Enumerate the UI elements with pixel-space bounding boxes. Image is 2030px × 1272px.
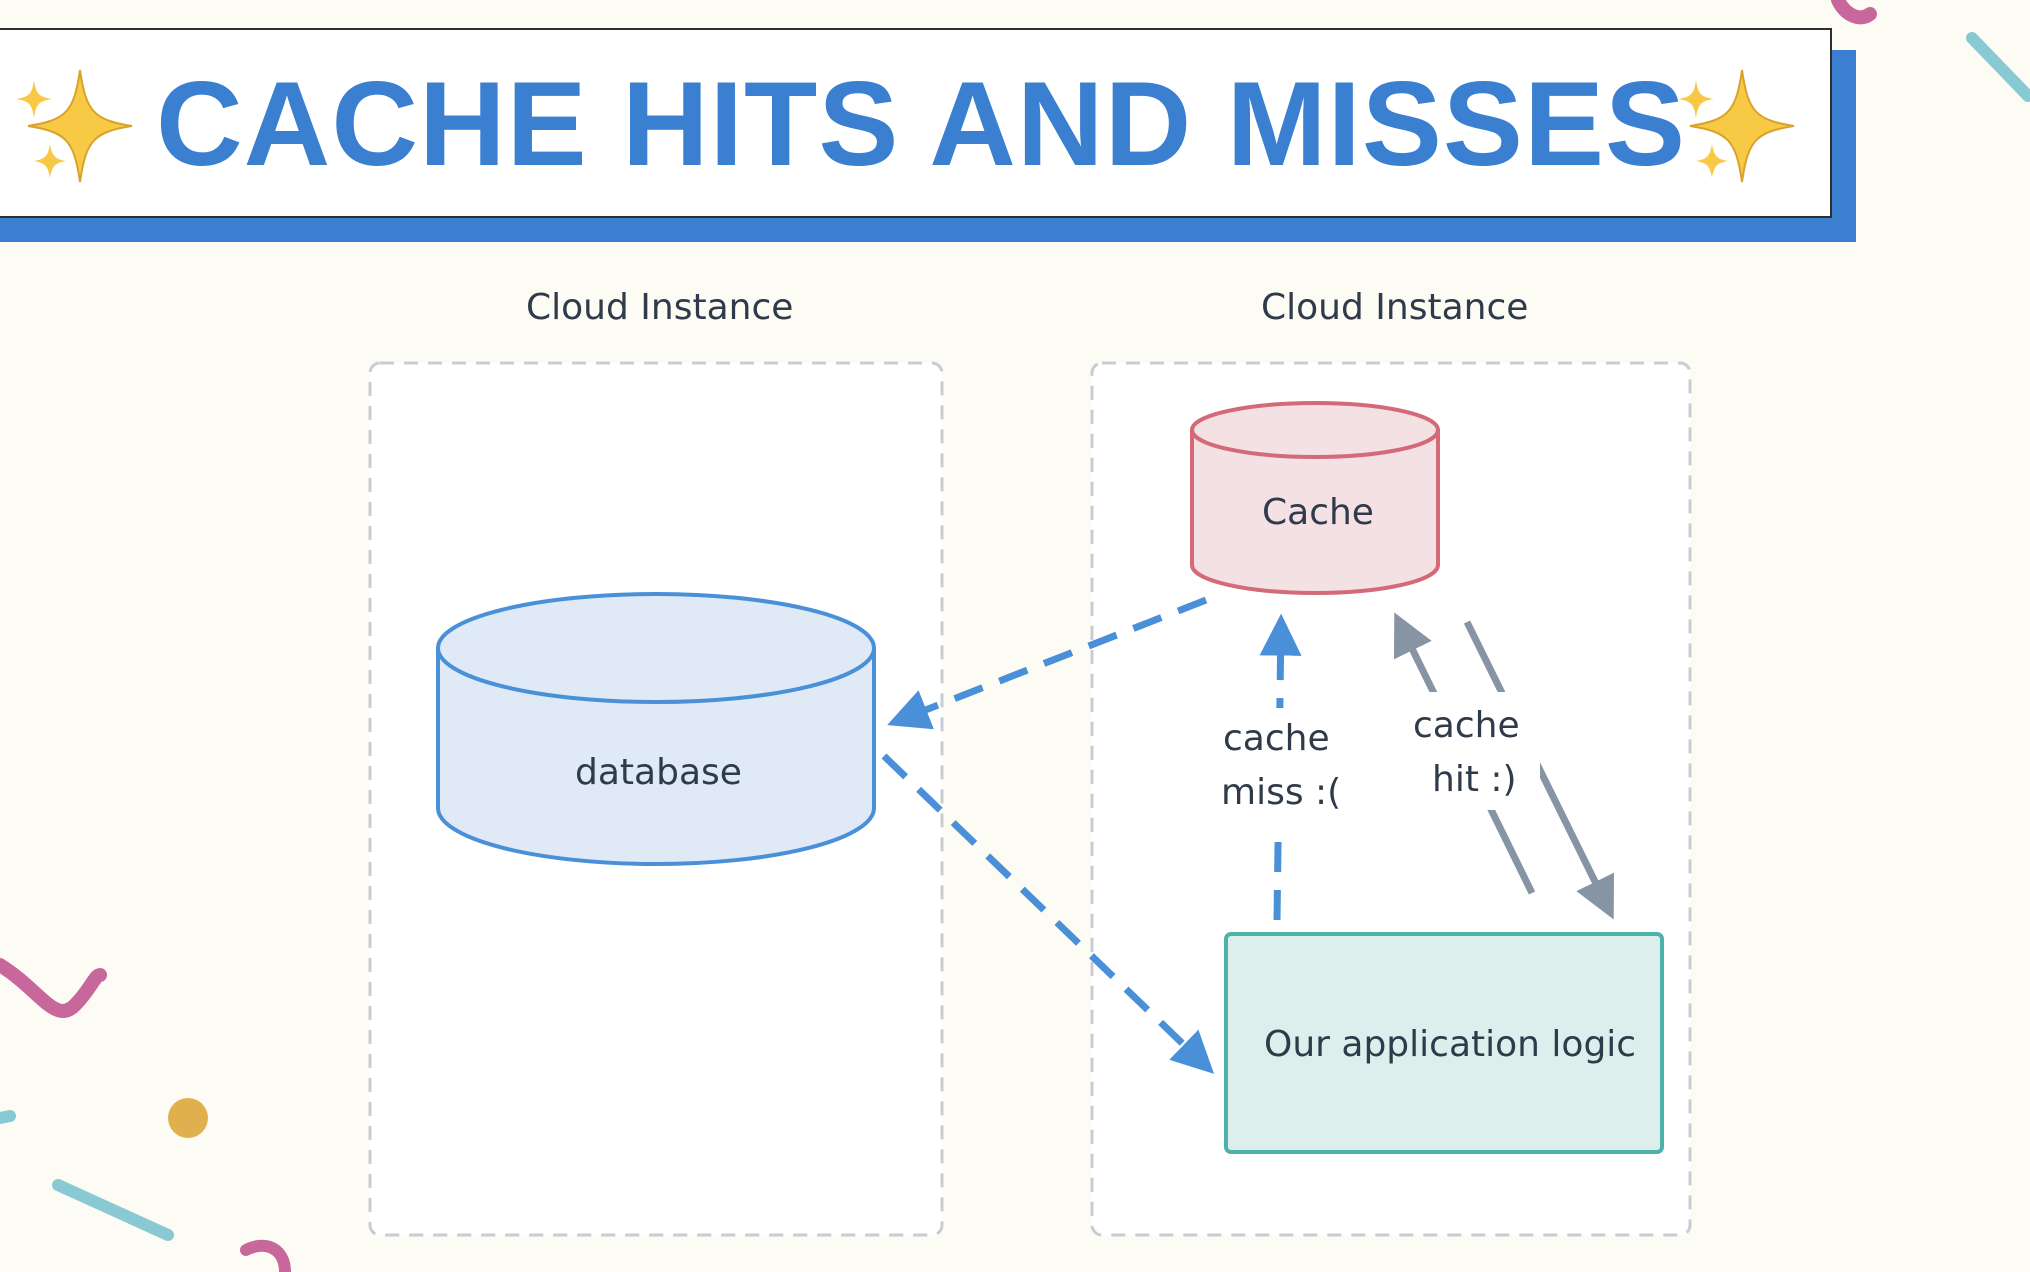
confetti-squiggle	[1831, 0, 1877, 25]
arrow-database-to-app	[881, 753, 1215, 1074]
cache-miss-label-line2: miss :(	[1221, 772, 1342, 813]
cache-cylinder	[1190, 401, 1440, 595]
confetti-squiggle	[0, 958, 107, 1018]
cache-miss-label-line1: cache	[1223, 718, 1330, 759]
confetti-bar	[1966, 32, 2030, 102]
application-logic-label: Our application logic	[1264, 1024, 1637, 1065]
title-banner	[0, 28, 1832, 218]
cache-hit-label-line2: hit :)	[1432, 759, 1517, 800]
page-title: CACHE HITS AND MISSES	[156, 57, 1687, 191]
confetti-dot	[168, 1098, 208, 1138]
panel-label-left: Cloud Instance	[526, 287, 794, 328]
confetti-bar	[0, 1110, 16, 1124]
cache-label: Cache	[1262, 492, 1374, 533]
application-logic-box	[1224, 932, 1664, 1154]
panel-label-right: Cloud Instance	[1261, 287, 1529, 328]
database-label: database	[575, 752, 742, 793]
confetti-squiggle	[240, 1239, 291, 1272]
cache-hit-label-line1: cache	[1413, 705, 1520, 746]
confetti-bar	[52, 1179, 174, 1241]
database-cylinder	[436, 592, 876, 866]
arrow-cache-to-database	[887, 596, 1208, 730]
